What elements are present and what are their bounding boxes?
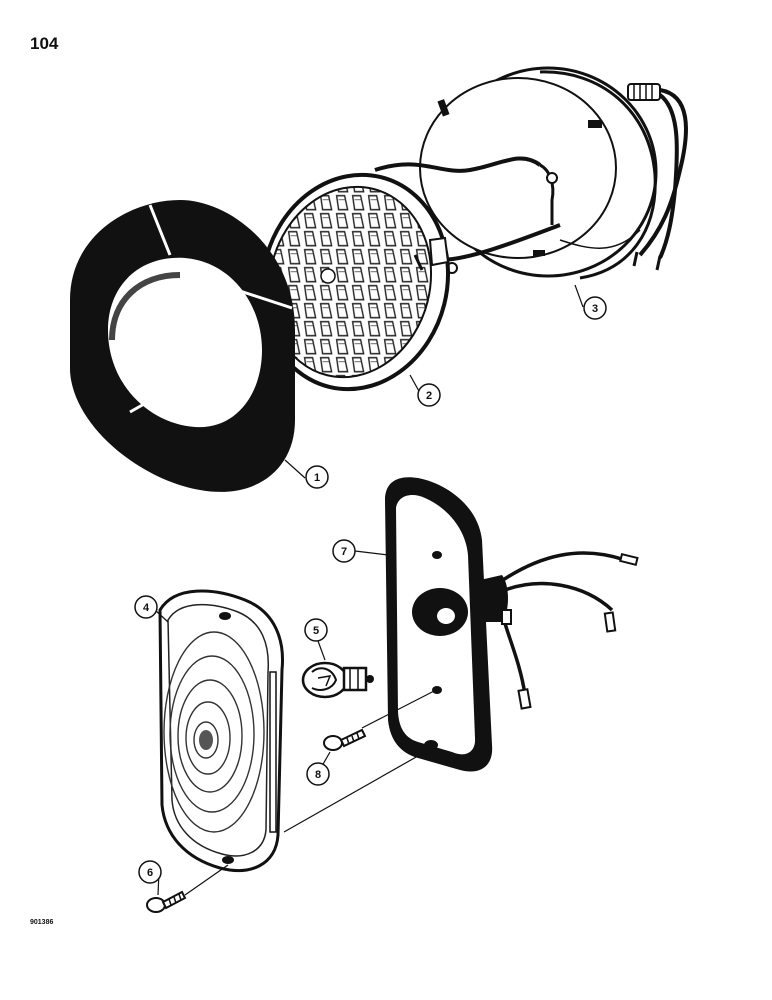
- callout-1-label: 1: [314, 472, 320, 484]
- callout-7: 7: [332, 539, 356, 563]
- callout-4-label: 4: [143, 602, 150, 614]
- callout-7-label: 7: [341, 546, 347, 558]
- assembly-lines: [184, 689, 437, 896]
- callout-2: 2: [417, 383, 441, 407]
- callout-3: 3: [583, 296, 607, 320]
- tail-lamp-lens: [158, 589, 285, 873]
- lens-concentric-rings: [163, 631, 265, 833]
- page-number: 104: [30, 34, 59, 53]
- callout-8-label: 8: [315, 769, 321, 781]
- threaded-stud: [627, 83, 661, 101]
- callout-3-label: 3: [592, 303, 598, 315]
- retaining-ring: [70, 200, 295, 492]
- sealed-beam-lens: [259, 172, 451, 392]
- callout-5-label: 5: [313, 625, 319, 637]
- lamp-housing: [374, 66, 688, 280]
- callout-2-label: 2: [426, 390, 432, 402]
- tail-lamp-body: [385, 477, 639, 772]
- callout-4: 4: [134, 595, 158, 619]
- drawing-code: 901386: [30, 919, 54, 926]
- screw-lens: [146, 890, 187, 913]
- screw-lamp-body: [323, 728, 367, 751]
- callout-6-label: 6: [147, 867, 153, 879]
- callout-1: 1: [305, 465, 329, 489]
- callout-5: 5: [304, 618, 328, 642]
- callout-6: 6: [138, 860, 162, 884]
- bulb: [301, 661, 374, 699]
- callout-8: 8: [306, 762, 330, 786]
